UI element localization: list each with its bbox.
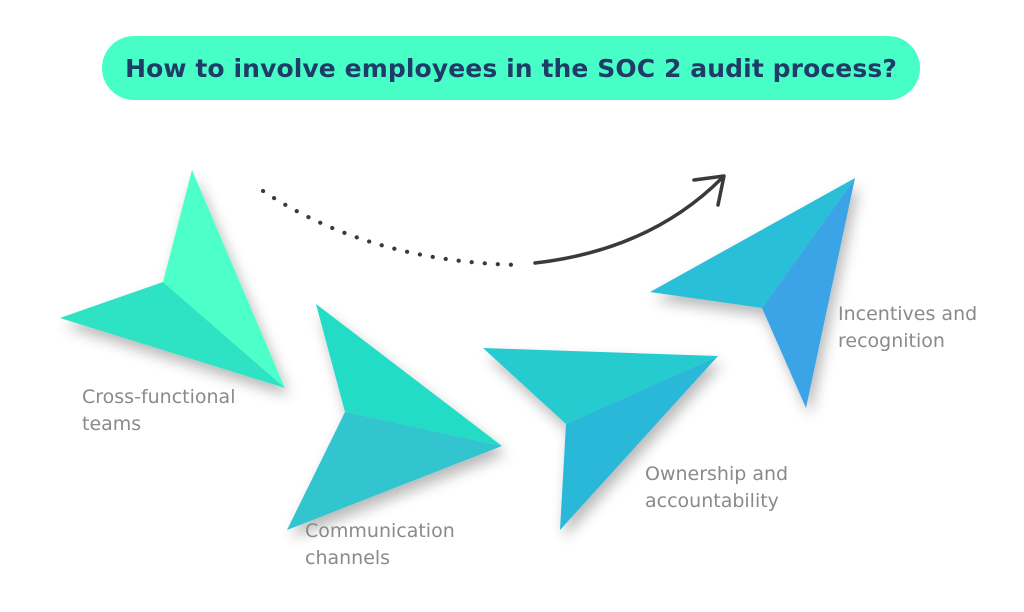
dotted-path [260,188,523,268]
title-banner: How to involve employees in the SOC 2 au… [102,36,920,100]
paper-plane-icon [483,348,718,530]
paper-plane-icon [287,304,502,530]
step-label-incentives: Incentives and recognition [838,303,978,352]
step-label-communication: Communication channels [305,520,455,569]
solid-arrow-path [533,176,724,265]
progress-arrow [260,174,726,268]
arrow-head-icon [692,174,726,207]
paper-plane-icon [650,178,855,408]
paper-plane-icon [60,170,285,388]
page-title: How to involve employees in the SOC 2 au… [125,53,897,83]
step-label-cross-functional: Cross-functional teams [82,386,236,435]
step-label-ownership: Ownership and accountability [645,463,789,512]
